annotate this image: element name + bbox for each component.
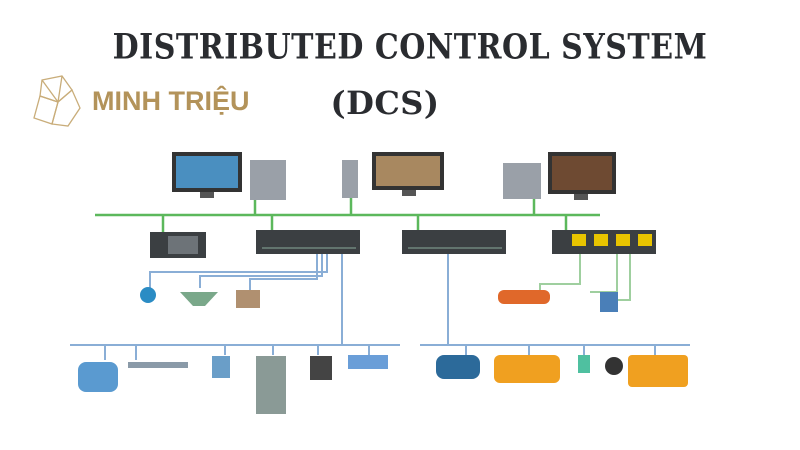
operator-workstation-3 <box>503 152 616 200</box>
diagram-subtitle: (DCS) <box>330 84 440 122</box>
diagram-title: DISTRIBUTED CONTROL SYSTEM <box>112 27 708 68</box>
actuator-device <box>498 290 550 304</box>
transmitter-device <box>140 287 156 303</box>
controller-rack-2 <box>256 230 360 254</box>
motor-device-blue <box>78 362 118 392</box>
brand-logo: MINH TRIỆU <box>28 72 250 130</box>
proximity-sensor-device <box>578 355 590 373</box>
valve-device <box>236 290 260 308</box>
pressure-transmitter-device <box>600 292 618 312</box>
control-valve-device <box>256 356 286 414</box>
control-network-bus <box>95 198 600 232</box>
dp-transmitter-device <box>212 356 230 378</box>
electric-motor-device <box>436 355 480 379</box>
temperature-sensor-device <box>128 362 188 368</box>
io-module-device <box>310 356 332 380</box>
flow-meter-device <box>180 292 218 306</box>
electric-actuator-device <box>628 355 688 387</box>
controller-rack-1 <box>150 232 206 258</box>
pneumatic-actuator-device <box>494 355 560 383</box>
remote-io-device <box>348 355 388 369</box>
crystal-logo-icon <box>33 75 81 127</box>
brand-name: MINH TRIỆU <box>92 85 250 116</box>
controller-rack-3 <box>402 230 506 254</box>
operator-workstation-1 <box>172 152 286 200</box>
field-bus <box>70 254 690 360</box>
operator-workstation-2 <box>342 152 444 198</box>
controller-rack-4 <box>552 230 656 254</box>
